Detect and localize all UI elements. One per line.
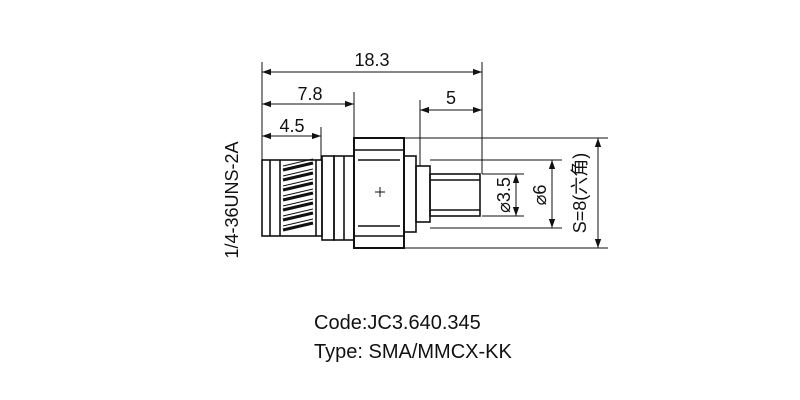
connector-body	[261, 137, 481, 249]
threaded-section	[261, 158, 323, 237]
dim-hex-size: S=8(六角)	[570, 153, 590, 234]
collar-section	[403, 155, 431, 233]
dim-thread-spec: 1/4-36UNS-2A	[222, 141, 242, 258]
dim-pin-length: 5	[446, 88, 456, 108]
dimension-lines	[261, 62, 608, 249]
hex-nut	[353, 137, 405, 249]
neck-section	[321, 155, 355, 241]
dim-inner-diameter: ⌀3.5	[494, 177, 514, 213]
dim-hex-width: 4.5	[279, 116, 304, 136]
dim-thread-length: 7.8	[297, 84, 322, 104]
product-code: Code:JC3.640.345	[314, 312, 481, 334]
product-type: Type: SMA/MMCX-KK	[314, 341, 512, 363]
dim-overall-length: 18.3	[354, 50, 389, 70]
mmcx-barrel	[429, 173, 481, 217]
dim-outer-diameter: ⌀6	[530, 185, 550, 206]
